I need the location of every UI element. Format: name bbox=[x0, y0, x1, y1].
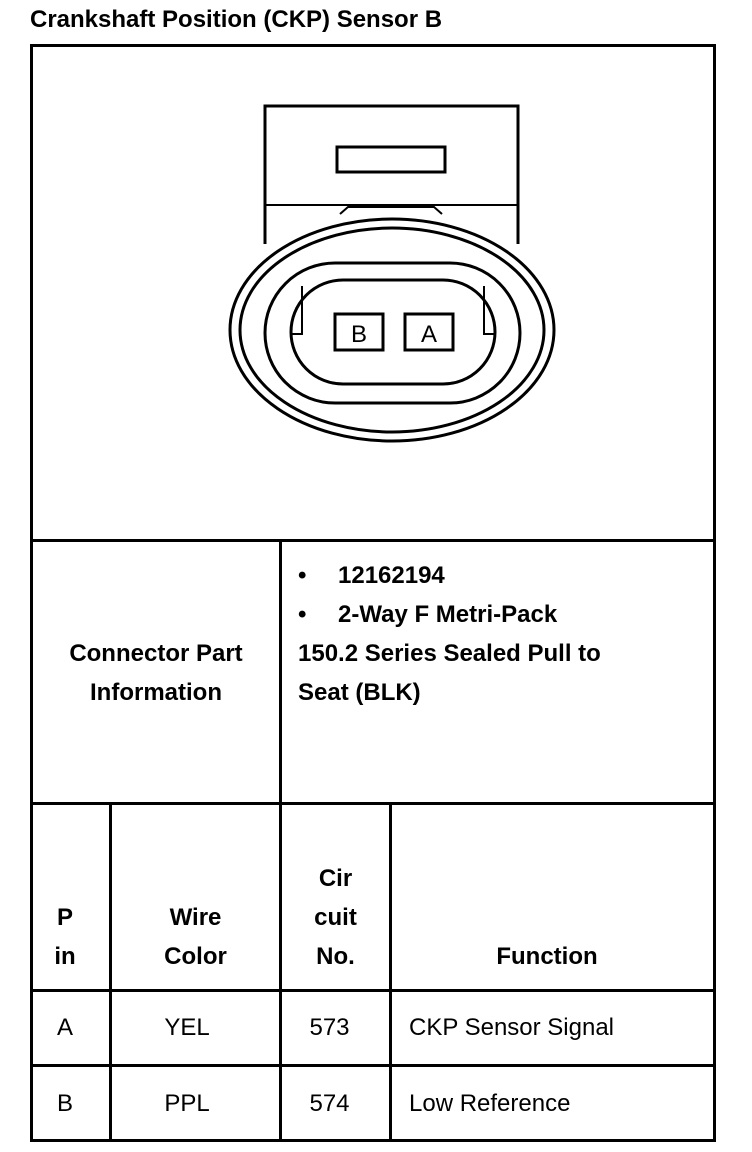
row-a-function: CKP Sensor Signal bbox=[409, 1014, 615, 1041]
connector-type: 2-Way F Metri-Pack bbox=[338, 601, 558, 628]
divider-color-column bbox=[279, 802, 282, 1142]
terminal-a-label: A bbox=[421, 321, 437, 348]
row-b-pin: B bbox=[56, 1090, 73, 1117]
connector-description-line2: Seat (BLK) bbox=[298, 679, 421, 706]
connector-latch-tab bbox=[335, 145, 447, 174]
row-a-pin: A bbox=[56, 1014, 73, 1041]
connector-inner-shell bbox=[238, 226, 546, 434]
connector-description: 150.2 Series Sealed Pull to Seat (BLK) bbox=[298, 634, 601, 712]
header-pin: P in bbox=[54, 904, 76, 970]
part-number: 12162194 bbox=[338, 562, 445, 589]
header-circuit-number: Cir cuit No. bbox=[314, 865, 357, 970]
row-a-wire-color: YEL bbox=[164, 1014, 210, 1041]
header-function: Function bbox=[496, 943, 598, 970]
connector-type-bullet: • 2-Way F Metri-Pack bbox=[298, 595, 557, 634]
part-number-bullet: • 12162194 bbox=[298, 556, 445, 595]
connector-face-diagram: B A bbox=[228, 104, 556, 443]
divider-part-info-top bbox=[30, 539, 716, 542]
header-wire-color: Wire Color bbox=[164, 904, 227, 970]
connector-terminal-cavity bbox=[289, 278, 497, 386]
row-b-function: Low Reference bbox=[409, 1090, 571, 1117]
divider-header-bottom bbox=[30, 989, 716, 992]
terminal-b-box bbox=[333, 312, 385, 352]
page-title: Crankshaft Position (CKP) Sensor B bbox=[30, 6, 443, 33]
row-a-circuit: 573 bbox=[309, 1014, 350, 1041]
bullet-symbol: • bbox=[298, 601, 307, 628]
connector-latch-housing bbox=[263, 104, 520, 244]
divider-pin-column bbox=[109, 802, 112, 1142]
connector-outer-shell bbox=[228, 217, 556, 443]
row-b-wire-color: PPL bbox=[164, 1090, 210, 1117]
bullet-symbol: • bbox=[298, 562, 307, 589]
divider-circuit-column bbox=[389, 802, 392, 1142]
divider-table-top bbox=[30, 802, 716, 805]
part-info-label: Connector Part Information bbox=[33, 634, 279, 712]
connector-table-frame bbox=[30, 44, 716, 1142]
divider-row-a-bottom bbox=[30, 1064, 716, 1067]
connector-description-line1: 150.2 Series Sealed Pull to bbox=[298, 640, 601, 667]
connector-seal-ring bbox=[263, 261, 522, 405]
terminal-b-label: B bbox=[351, 321, 367, 348]
divider-part-info-column bbox=[279, 539, 282, 805]
row-b-circuit: 574 bbox=[309, 1090, 350, 1117]
terminal-a-box bbox=[403, 312, 455, 352]
part-info-label-line2: Information bbox=[90, 679, 222, 706]
part-info-label-line1: Connector Part bbox=[69, 640, 243, 667]
